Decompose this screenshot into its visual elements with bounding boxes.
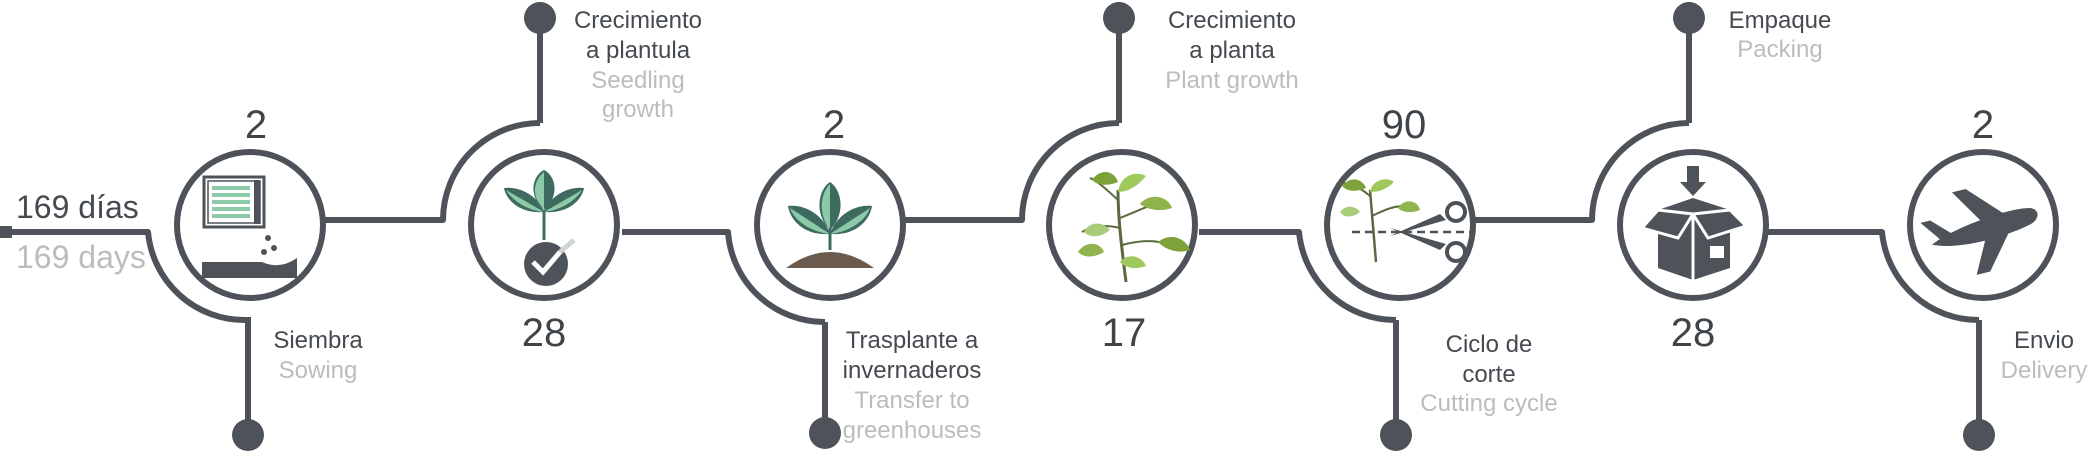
days-delivery: 2 <box>1972 103 1994 147</box>
pin-delivery <box>1963 419 1995 451</box>
start-marker <box>0 226 12 238</box>
pin-sowing <box>232 419 264 451</box>
stage-label-es: Crecimiento <box>1168 7 1296 34</box>
stage-label-es: Trasplante a <box>846 327 979 354</box>
total-days-es: 169 días <box>16 189 139 225</box>
pin-packing <box>1673 2 1705 34</box>
days-plant-growth: 17 <box>1102 311 1147 355</box>
pin-transfer <box>809 417 841 449</box>
stage-label-es: a planta <box>1189 37 1275 64</box>
days-sowing: 2 <box>245 103 267 147</box>
pin-seedling <box>524 2 556 34</box>
stage-label-en: Seedling <box>591 67 684 94</box>
stage-label-en: Sowing <box>279 357 358 384</box>
stage-label-en: greenhouses <box>843 417 982 444</box>
stage-label-en: Delivery <box>2001 357 2088 384</box>
total-days-en: 169 days <box>16 239 146 275</box>
stage-label-en: Cutting cycle <box>1420 390 1557 417</box>
stage-label-es: a plantula <box>586 37 691 64</box>
stage-label-en: Plant growth <box>1165 67 1298 94</box>
stage-label-es: Empaque <box>1729 7 1832 34</box>
days-cutting: 90 <box>1382 103 1427 147</box>
stage-label-en: Packing <box>1737 36 1822 63</box>
sprout-soil-icon <box>786 182 874 268</box>
timeline-line <box>6 120 1980 326</box>
days-seedling: 28 <box>522 311 567 355</box>
node-cutting <box>1324 149 1476 301</box>
days-transfer: 2 <box>823 103 845 147</box>
stage-label-en: growth <box>602 96 674 123</box>
stage-label-es: Crecimiento <box>574 7 702 34</box>
node-plant-growth <box>1046 149 1198 301</box>
seed-tray-icon <box>202 175 297 278</box>
airplane-icon <box>1920 189 2038 275</box>
plant-icon <box>1078 171 1190 283</box>
stage-label-es: Siembra <box>273 327 363 354</box>
scissors-plant-icon <box>1339 179 1470 263</box>
days-packing: 28 <box>1671 311 1716 355</box>
pin-cutting <box>1380 419 1412 451</box>
pin-plant-growth <box>1103 2 1135 34</box>
stage-label-es: Ciclo de <box>1446 331 1533 358</box>
stage-label-es: Envio <box>2014 327 2074 354</box>
box-icon <box>1639 166 1749 280</box>
seedling-check-icon <box>504 170 584 286</box>
stage-label-en: Transfer to <box>854 387 969 414</box>
stage-label-es: invernaderos <box>843 357 982 384</box>
stage-label-es: corte <box>1462 361 1515 388</box>
